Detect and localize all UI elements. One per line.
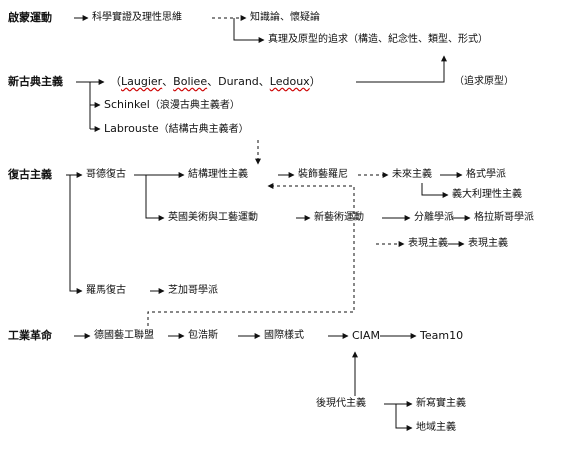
branch-gede-yingguo <box>145 175 165 221</box>
node-epistemology: 知識論、懷疑論 <box>250 12 320 23</box>
labrouste-note: （結構古典主義者） <box>158 124 249 135</box>
node-enlightenment: 啟蒙運動 <box>8 11 52 24</box>
name-boullee: Boliee <box>173 75 208 88</box>
name-laugier: Laugier <box>121 75 163 88</box>
node-regionalism: 地域主義 <box>416 422 456 433</box>
node-revivalism: 復古主義 <box>8 168 52 181</box>
arrow-names-to-zhenli <box>356 55 447 83</box>
node-scientific-rationalism: 科學實證及理性思維 <box>92 12 182 23</box>
node-glasgow-school: 格拉斯哥學派 <box>474 212 534 223</box>
node-expressionism-b: 表現主義 <box>468 238 508 249</box>
node-industrial-revolution: 工業革命 <box>8 329 52 342</box>
node-secession: 分離學派 <box>414 212 454 223</box>
node-schinkel: Schinkel（浪漫古典主義者） <box>104 99 240 112</box>
node-decorative: 裝飾藝羅尼 <box>298 169 348 180</box>
node-international-style: 國際樣式 <box>264 330 304 341</box>
node-pursuit-archetype: （追求原型） <box>454 76 514 87</box>
node-arts-and-crafts: 英國美術與工藝運動 <box>168 212 258 223</box>
arrow-weilai-yidali <box>421 183 449 198</box>
node-art-nouveau: 新藝術運動 <box>314 212 364 223</box>
name-ledoux: Ledoux <box>269 75 310 88</box>
node-structural-rationalism: 結構理性主義 <box>188 169 248 180</box>
node-bauhaus: 包浩斯 <box>188 330 218 341</box>
node-ciam: CIAM <box>352 329 380 342</box>
node-labrouste: Labrouste（結構古典主義者） <box>104 123 249 136</box>
node-futurism: 未來主義 <box>392 169 432 180</box>
name-schinkel: Schinkel <box>104 98 150 111</box>
node-gothic-revival: 哥德復古 <box>86 169 126 180</box>
node-expressionism-a: 表現主義 <box>408 238 448 249</box>
node-chicago-school: 芝加哥學派 <box>168 285 218 296</box>
name-labrouste: Labrouste <box>104 122 159 135</box>
node-postmodernism: 後現代主義 <box>316 398 366 409</box>
branch-houxiandai-diyu <box>395 404 413 431</box>
branch-fugu <box>69 175 83 294</box>
node-neoclassicism: 新古典主義 <box>8 75 63 88</box>
node-italian-rationalism: 義大利理性主義 <box>452 189 522 200</box>
link-deguo-jiegou <box>147 183 355 326</box>
node-style-school: 格式學派 <box>466 169 506 180</box>
node-truth-archetype: 真理及原型的追求（構造、紀念性、類型、形式） <box>268 34 488 45</box>
node-roman-revival: 羅馬復古 <box>86 285 126 296</box>
schinkel-note: （浪漫古典主義者） <box>149 100 240 111</box>
node-team10: Team10 <box>420 329 464 342</box>
node-werkbund: 德國藝工聯盟 <box>94 330 154 341</box>
arrow-kexue-zhenli <box>233 18 265 43</box>
name-durand: Durand <box>218 75 259 88</box>
node-architect-names: （Laugier、Boliee、Durand、Ledoux） <box>110 75 321 88</box>
node-new-realism: 新寫實主義 <box>416 398 466 409</box>
